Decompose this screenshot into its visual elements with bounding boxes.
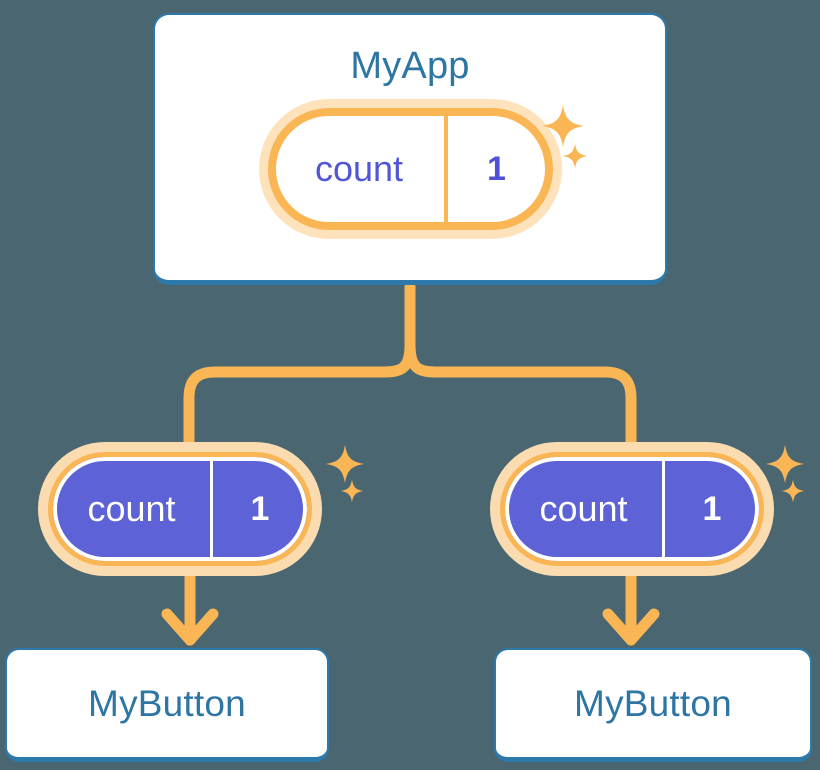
component-card-label: MyButton xyxy=(574,682,732,724)
state-key-label: count xyxy=(276,116,448,222)
connector-split-right xyxy=(404,339,637,458)
page-title: MyApp xyxy=(350,45,470,87)
sparkle-small-icon xyxy=(340,479,364,503)
state-key-label: count xyxy=(53,457,213,561)
state-pill-myapp[interactable]: count 1 xyxy=(268,108,553,230)
component-card-mybutton-left[interactable]: MyButton xyxy=(5,648,329,762)
state-pill-button-right[interactable]: count 1 xyxy=(500,452,764,566)
connector-left-arrow-head xyxy=(161,608,219,646)
component-card-label: MyButton xyxy=(88,682,246,724)
connector-right-arrow-head xyxy=(602,608,660,646)
state-value-label: 1 xyxy=(487,149,506,188)
state-value-label: 1 xyxy=(250,489,270,528)
sparkle-small-icon xyxy=(781,479,805,503)
component-card-mybutton-right[interactable]: MyButton xyxy=(494,648,812,762)
state-value-label: 1 xyxy=(702,489,722,528)
sparkle-large-icon xyxy=(765,444,805,484)
connector-split-left xyxy=(183,339,416,458)
state-key-label: count xyxy=(505,457,665,561)
sparkle-large-icon xyxy=(325,444,365,484)
state-pill-button-left[interactable]: count 1 xyxy=(48,452,312,566)
